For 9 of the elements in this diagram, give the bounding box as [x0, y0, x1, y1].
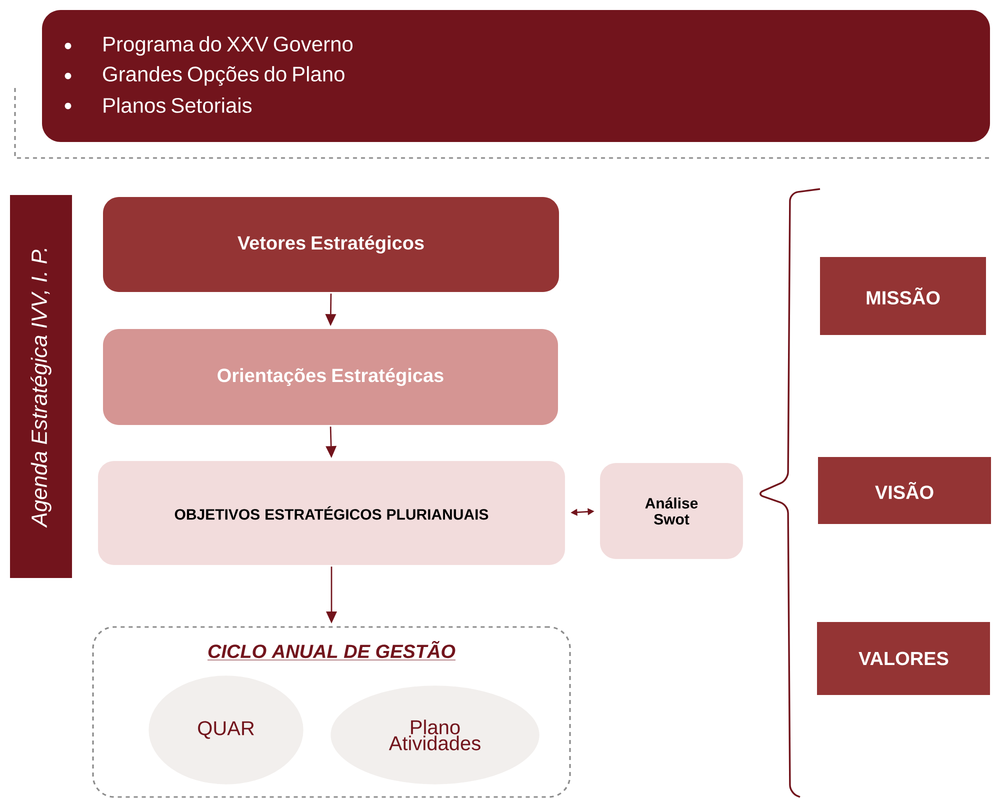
- process-box: Vetores Estratégicos: [103, 197, 559, 292]
- process-box: OBJETIVOS ESTRATÉGICOS PLURIANUAIS: [98, 461, 565, 565]
- process-box: Orientações Estratégicas: [103, 329, 558, 425]
- vertical-band: Agenda Estratégica IVV, I. P.: [10, 195, 72, 578]
- value-box: MISSÃO: [820, 257, 986, 335]
- value-box: VISÃO: [818, 457, 991, 524]
- process-box: Análise Swot: [600, 463, 743, 559]
- value-box: VALORES: [817, 622, 990, 695]
- banner-box: Programa do XXV Governo Grandes Opções do Plano Planos Setoriais: [42, 10, 990, 142]
